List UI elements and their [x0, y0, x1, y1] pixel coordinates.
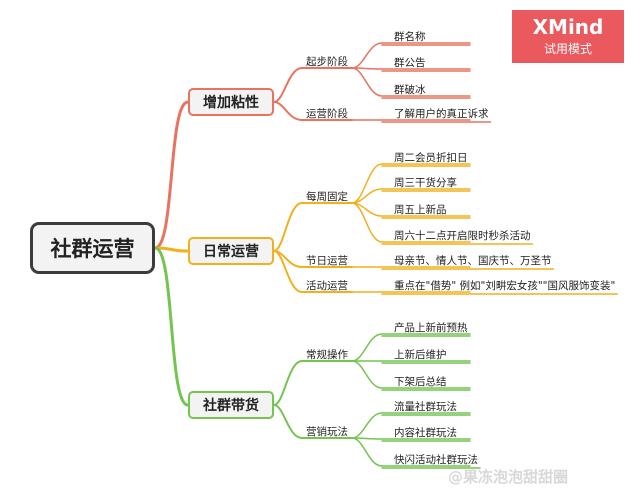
connector-subtopic-to-leaf — [351, 333, 471, 362]
leaf-icebreak[interactable]: 群破冰 — [394, 84, 426, 96]
leaf-user-needs[interactable]: 了解用户的真正诉求 — [394, 108, 489, 120]
leaf-saturday-flash-sale[interactable]: 周六十二点开启限时秒杀活动 — [394, 230, 531, 242]
leaf-content-community[interactable]: 内容社群玩法 — [394, 427, 457, 439]
connector-branch-to-subtopic — [273, 101, 353, 121]
connector-root-to-branch — [153, 246, 190, 407]
connector-subtopic-to-leaf — [351, 412, 471, 439]
subtopic-marketing-play[interactable]: 营销玩法 — [306, 426, 348, 438]
connector-root-to-branch — [153, 100, 190, 250]
subtopic-holiday-operation[interactable]: 节日运营 — [306, 255, 348, 267]
author-watermark: @果冻泡泡甜甜圈 — [448, 468, 569, 486]
badge-brand: XMind — [532, 15, 604, 39]
connector-subtopic-to-leaf — [351, 360, 471, 389]
leaf-wednesday-share[interactable]: 周三干货分享 — [394, 177, 457, 189]
connector-subtopic-to-leaf — [351, 437, 471, 467]
leaf-holidays[interactable]: 母亲节、情人节、国庆节、万圣节 — [394, 255, 552, 267]
main-topic-daily-operation[interactable]: 日常运营 — [188, 237, 274, 265]
subtopic-weekly-fixed[interactable]: 每周固定 — [306, 191, 348, 203]
connector-branch-to-subtopic — [273, 404, 353, 439]
badge-mode: 试用模式 — [543, 42, 592, 56]
leaf-flash-event-community[interactable]: 快闪活动社群玩法 — [394, 454, 478, 466]
connector-subtopic-to-leaf — [351, 67, 471, 97]
leaf-group-notice[interactable]: 群公告 — [394, 57, 426, 69]
leaf-trend-leverage[interactable]: 重点在"借势" 例如"刘畊宏女孩""国风服饰变装" — [394, 280, 616, 292]
connector-subtopic-to-leaf — [351, 202, 471, 243]
leaf-tuesday-discount[interactable]: 周二会员折扣日 — [394, 152, 468, 164]
leaf-traffic-community[interactable]: 流量社群玩法 — [394, 401, 457, 413]
leaf-friday-new[interactable]: 周五上新品 — [394, 204, 447, 216]
main-topic-community-sales[interactable]: 社群带货 — [188, 391, 274, 419]
connector-subtopic-to-leaf — [351, 42, 471, 69]
connector-branch-to-subtopic — [273, 202, 353, 252]
connector-branch-to-subtopic — [273, 360, 353, 406]
connector-subtopic-to-leaf — [351, 188, 471, 204]
connector-branch-to-subtopic — [273, 250, 353, 293]
xmind-trial-badge: XMind 试用模式 — [512, 10, 624, 63]
leaf-pre-launch-warmup[interactable]: 产品上新前预热 — [394, 322, 468, 334]
main-topic-increase-stickiness[interactable]: 增加粘性 — [188, 88, 274, 116]
leaf-group-name[interactable]: 群名称 — [394, 31, 426, 43]
subtopic-starting-stage[interactable]: 起步阶段 — [306, 56, 348, 68]
root-topic[interactable]: 社群运营 — [30, 222, 155, 274]
connector-root-to-branch — [153, 246, 190, 253]
leaf-post-launch-maintenance[interactable]: 上新后维护 — [394, 349, 447, 361]
subtopic-event-operation[interactable]: 活动运营 — [306, 280, 348, 292]
subtopic-operation-stage[interactable]: 运营阶段 — [306, 108, 348, 120]
connector-branch-to-subtopic — [273, 67, 353, 103]
leaf-post-delist-summary[interactable]: 下架后总结 — [394, 376, 447, 388]
subtopic-regular-ops[interactable]: 常规操作 — [306, 349, 348, 361]
